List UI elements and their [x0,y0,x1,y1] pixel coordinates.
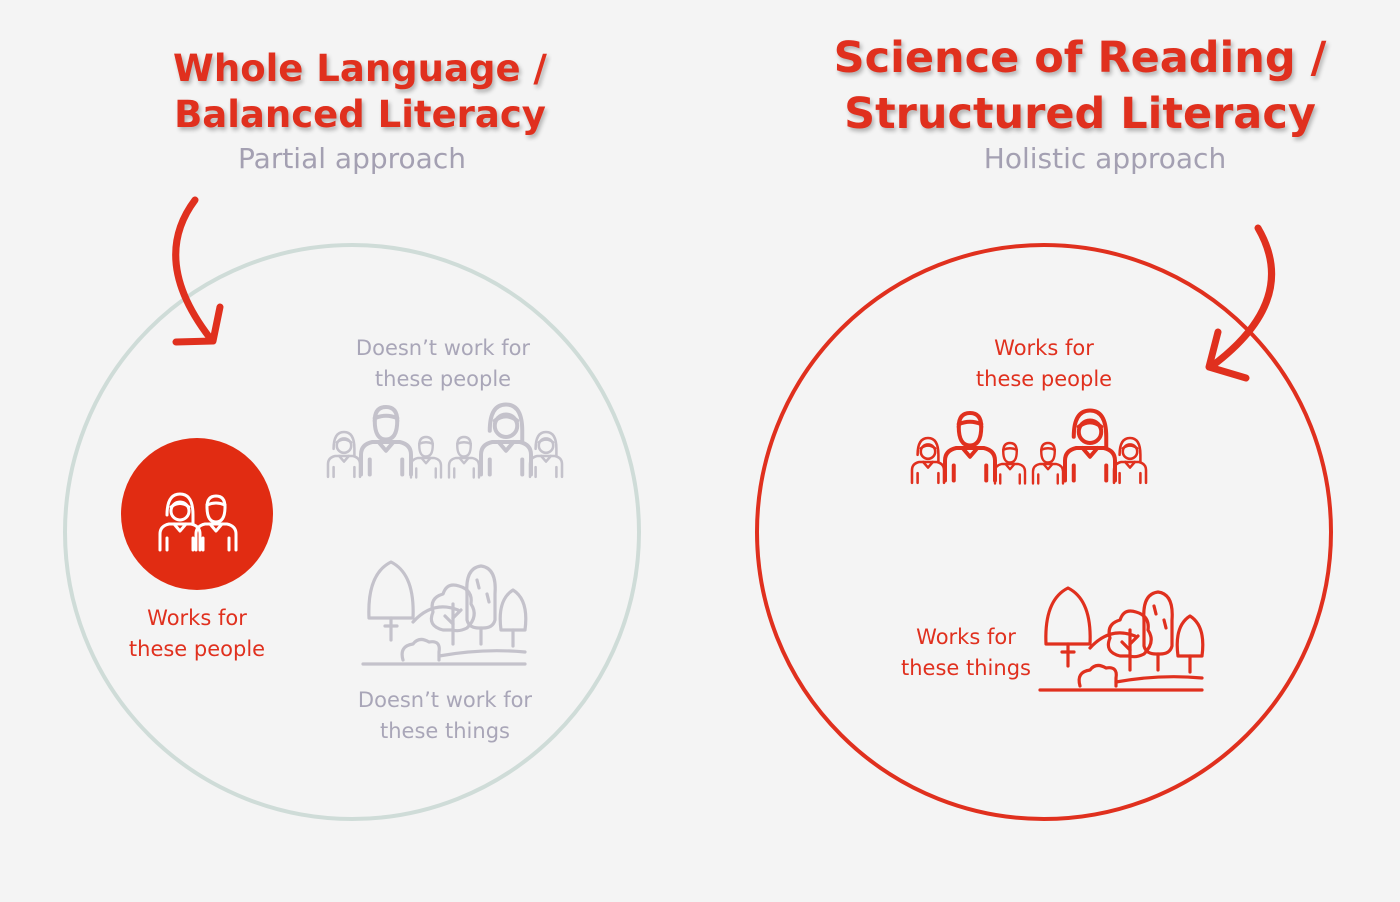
people-crowd-grey-icon [328,405,562,478]
left-people-no-line2: these people [374,367,512,391]
left-curved-arrow-icon [172,196,224,346]
right-things-yes-label: Works for these things [866,622,1066,684]
left-outline-circle [63,243,641,821]
right-things-yes-line1: Works for [916,625,1016,649]
works-badge-circle [121,438,273,590]
right-outline-circle [755,243,1333,821]
left-people-no-label: Doesn’t work for these people [320,333,566,395]
left-people-yes-line1: Works for [147,606,247,630]
people-crowd-red-icon [912,411,1146,484]
right-title: Science of Reading / Structured Literacy [820,30,1340,142]
left-title: Whole Language / Balanced Literacy [150,46,570,138]
right-people-yes-line1: Works for [994,336,1094,360]
left-title-line1: Whole Language / [173,47,547,90]
right-title-line2: Structured Literacy [844,89,1316,139]
right-title-line1: Science of Reading / [833,33,1327,83]
left-people-yes-label: Works for these people [100,603,294,665]
right-subtitle: Holistic approach [983,142,1227,175]
left-things-no-label: Doesn’t work for these things [320,685,570,747]
forest-grey-icon [361,560,528,666]
right-curved-arrow-icon [1205,224,1275,382]
left-people-yes-line2: these people [128,637,266,661]
left-subtitle: Partial approach [238,142,466,175]
right-people-yes-label: Works for these people [944,333,1144,395]
left-people-no-line1: Doesn’t work for [355,336,531,360]
left-title-line2: Balanced Literacy [174,93,546,136]
left-things-no-line1: Doesn’t work for [357,688,533,712]
left-things-no-line2: these things [380,719,510,743]
right-things-yes-line2: these things [901,656,1031,680]
right-people-yes-line2: these people [975,367,1113,391]
